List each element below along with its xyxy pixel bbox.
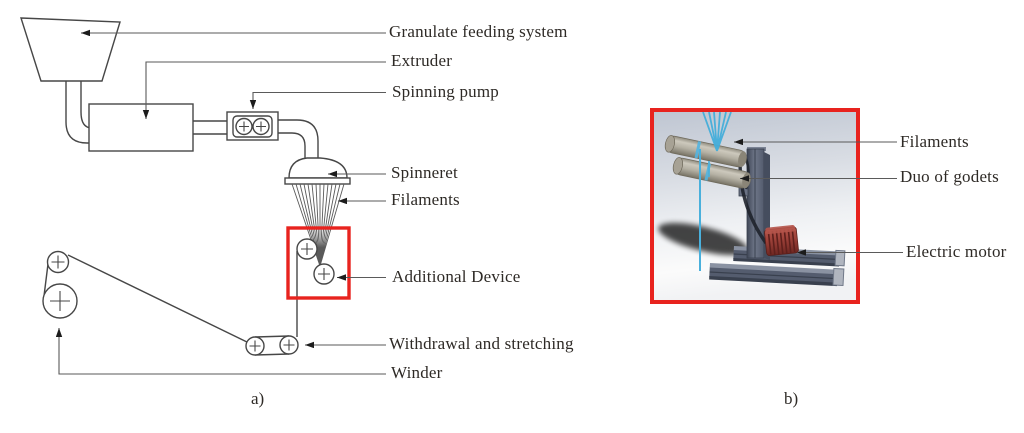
leader-winder bbox=[55, 328, 386, 375]
label-spinning-pump: Spinning pump bbox=[392, 82, 499, 101]
cast-shadow bbox=[658, 222, 748, 256]
label-withdrawal-stretching: Withdrawal and stretching bbox=[389, 334, 574, 353]
caption-panel-a: a) bbox=[251, 389, 265, 408]
electric-motor-3d bbox=[764, 225, 799, 256]
label-filaments-3d: Filaments bbox=[900, 132, 969, 151]
spinneret-head bbox=[284, 157, 351, 185]
extruder-body bbox=[88, 103, 194, 152]
winder bbox=[42, 250, 78, 319]
label-extruder: Extruder bbox=[391, 51, 453, 70]
label-duo-of-godets: Duo of godets bbox=[900, 167, 999, 186]
additional-device-godets bbox=[296, 238, 335, 285]
yarn-path bbox=[43, 251, 298, 344]
panel-b-render bbox=[650, 108, 903, 304]
panel-a-schematic bbox=[20, 17, 351, 356]
caption-panel-b: b) bbox=[784, 389, 799, 408]
label-electric-motor: Electric motor bbox=[906, 242, 1007, 261]
panel-b-interior bbox=[654, 112, 856, 300]
spinning-pump-body bbox=[226, 111, 279, 141]
panel-a-leader-lines bbox=[55, 29, 386, 375]
label-winder: Winder bbox=[391, 363, 443, 382]
additional-device-highlight-box bbox=[286, 226, 351, 300]
filament-bundle bbox=[291, 183, 345, 267]
pipe-pump-to-spinneret bbox=[277, 119, 319, 162]
yarn-thread-3d bbox=[699, 149, 710, 271]
panel-b-leader-lines bbox=[734, 138, 903, 256]
label-additional-device: Additional Device bbox=[392, 267, 521, 286]
godet-cylinder-upper bbox=[664, 135, 747, 168]
leader-spinning-pump bbox=[249, 91, 386, 109]
label-filaments: Filaments bbox=[391, 190, 460, 209]
frame-rail-front bbox=[709, 263, 845, 287]
pipe-hopper-to-extruder bbox=[65, 81, 93, 144]
granulate-hopper bbox=[20, 17, 121, 82]
filaments-3d bbox=[702, 112, 732, 152]
label-granulate-feeding-system: Granulate feeding system bbox=[389, 22, 568, 41]
pipe-extruder-to-pump bbox=[193, 120, 230, 135]
panel-b-highlight-border bbox=[650, 108, 860, 304]
leader-extruder bbox=[142, 61, 386, 119]
withdrawal-rollers bbox=[245, 335, 299, 356]
label-spinneret: Spinneret bbox=[391, 163, 458, 182]
